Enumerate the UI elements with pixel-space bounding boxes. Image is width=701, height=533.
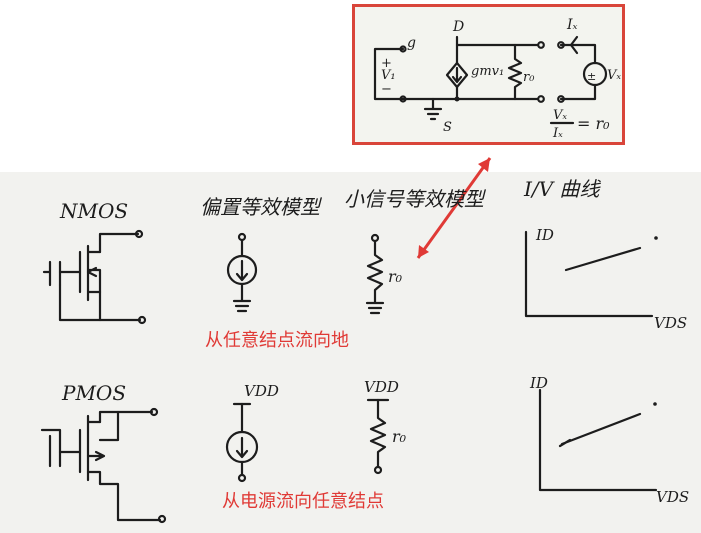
- notebook-paper: [0, 172, 701, 533]
- inset-circuit: [373, 35, 608, 125]
- callout-arrowhead-bottom: [418, 245, 429, 258]
- nmos-small-signal-model: [365, 233, 385, 315]
- callout-arrow: [416, 157, 492, 259]
- pmos-iv-curve: [538, 388, 658, 492]
- nmos-symbol: [42, 229, 147, 325]
- callout-arrowhead-top: [478, 158, 490, 172]
- pmos-symbol: [40, 407, 167, 524]
- pmos-bias-model: [225, 402, 259, 483]
- pmos-small-signal-model: [366, 398, 390, 475]
- nmos-bias-model: [226, 232, 258, 313]
- nmos-iv-curve: [524, 230, 658, 318]
